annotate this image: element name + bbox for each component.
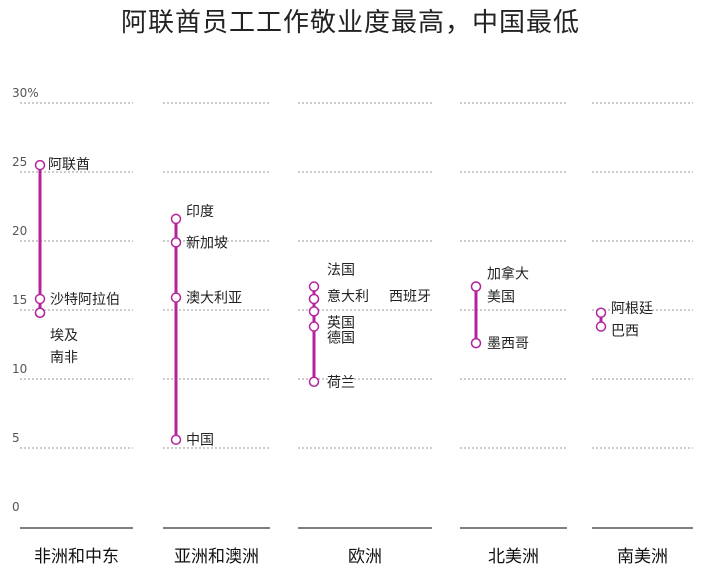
point-label: 意大利 <box>327 288 369 305</box>
point-label: 新加坡 <box>186 235 228 251</box>
y-tick-label: 15 <box>12 293 27 307</box>
point-label: 澳大利亚 <box>186 291 242 307</box>
category-label: 亚洲和澳洲 <box>174 547 259 567</box>
point-label: 法国 <box>327 263 355 279</box>
point-label: 加拿大 <box>487 266 529 283</box>
point-label: 中国 <box>186 433 214 449</box>
data-point <box>34 293 46 305</box>
data-point <box>308 321 320 332</box>
data-point <box>34 307 46 319</box>
y-tick-label: 0 <box>12 500 20 514</box>
y-tick-label: 5 <box>12 431 20 445</box>
point-label: 巴西 <box>611 324 639 340</box>
category-label: 北美洲 <box>488 547 539 567</box>
y-tick-label: 30% <box>12 86 39 100</box>
point-label: 沙特阿拉伯 <box>50 292 120 308</box>
point-label: 美国 <box>487 290 515 306</box>
category-label: 欧洲 <box>348 547 382 567</box>
data-point <box>34 159 46 171</box>
data-point <box>308 293 320 305</box>
point-label: 荷兰 <box>327 375 355 391</box>
category-label: 非洲和中东 <box>34 547 119 567</box>
point-label: 阿根廷 <box>611 301 653 317</box>
y-tick-label: 20 <box>12 224 27 238</box>
point-label: 英国 <box>327 314 355 331</box>
data-point <box>170 237 182 248</box>
data-point <box>308 376 320 388</box>
point-label: 德国 <box>327 331 355 347</box>
point-label: 墨西哥 <box>487 336 529 352</box>
gridlines: 0 5 10 15 20 25 30% <box>12 86 693 514</box>
point-label: 印度 <box>186 204 214 220</box>
data-point <box>170 434 182 445</box>
point-label: 西班牙 <box>389 289 431 305</box>
data-point <box>170 213 182 225</box>
point-label: 埃及 <box>50 328 78 344</box>
y-tick-label: 10 <box>12 362 27 376</box>
y-tick-label: 25 <box>12 155 27 169</box>
data-point <box>470 281 482 292</box>
point-label: 阿联酋 <box>48 156 90 173</box>
data-point <box>595 307 607 319</box>
data-point <box>308 306 320 317</box>
data-point <box>470 337 482 349</box>
point-label: 南非 <box>50 350 78 366</box>
chart-title: 阿联酋员工工作敬业度最高，中国最低 <box>120 8 580 38</box>
category-label: 南美洲 <box>617 547 668 567</box>
data-point <box>595 321 607 332</box>
data-point <box>170 292 182 303</box>
data-point <box>308 281 320 292</box>
